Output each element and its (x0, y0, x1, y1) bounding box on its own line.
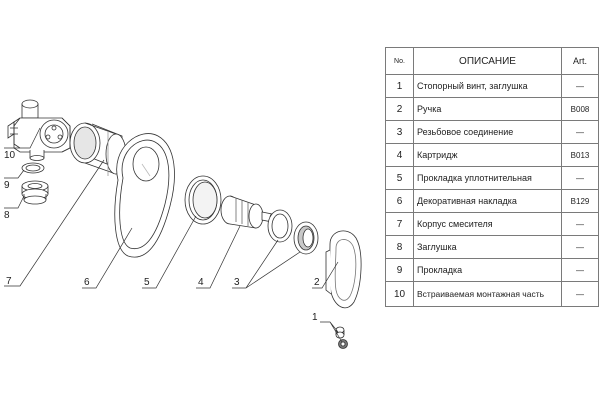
row-description: Стопорный винт, заглушка (413, 74, 562, 98)
callout-9: 9 (4, 180, 10, 191)
row-art: — (561, 235, 599, 259)
row-description: Корпус смесителя (413, 212, 562, 236)
part-1-set-screw (335, 326, 348, 349)
table-row: 7 Корпус смесителя — (385, 212, 599, 236)
callout-8: 8 (4, 210, 10, 221)
part-9-gasket (21, 162, 45, 174)
row-art: — (561, 74, 599, 98)
row-art: B013 (561, 143, 599, 167)
header-art: Art. (561, 47, 599, 75)
row-art: — (561, 120, 599, 144)
part-8-plug (21, 180, 49, 205)
row-description: Встраиваемая монтажная часть (413, 281, 562, 307)
row-number: 5 (385, 166, 414, 190)
part-7-sleeve (69, 122, 127, 176)
header-description: ОПИСАНИЕ (413, 47, 562, 75)
row-number: 2 (385, 97, 414, 121)
row-description: Ручка (413, 97, 562, 121)
leader-lines (4, 127, 343, 343)
row-number: 1 (385, 74, 414, 98)
table-row: 10 Встраиваемая монтажная часть — (385, 281, 599, 307)
row-number: 9 (385, 258, 414, 282)
callout-10: 10 (4, 150, 16, 161)
row-description: Декоративная накладка (413, 189, 562, 213)
row-number: 3 (385, 120, 414, 144)
callout-1: 1 (312, 312, 318, 323)
callout-3: 3 (234, 277, 240, 288)
callout-5: 5 (144, 277, 150, 288)
table-row: 9 Прокладка — (385, 258, 599, 282)
table-row: 6 Декоративная накладка B129 (385, 189, 599, 213)
parts-specification-table: No. ОПИСАНИЕ Art. 1 Стопорный винт, загл… (385, 47, 599, 307)
row-number: 10 (385, 281, 414, 307)
table-header-row: No. ОПИСАНИЕ Art. (385, 47, 599, 75)
callout-6: 6 (84, 277, 90, 288)
row-description: Прокладка (413, 258, 562, 282)
row-description: Заглушка (413, 235, 562, 259)
part-2-handle (325, 230, 362, 309)
part-5-sealing-gasket (184, 175, 222, 225)
row-number: 8 (385, 235, 414, 259)
row-art: B008 (561, 97, 599, 121)
callout-numbers: 10 9 8 7 6 5 4 3 2 1 (4, 150, 320, 323)
table-row: 2 Ручка B008 (385, 97, 599, 121)
row-art: B129 (561, 189, 599, 213)
row-description: Прокладка уплотнительная (413, 166, 562, 190)
callout-2: 2 (314, 277, 320, 288)
row-art: — (561, 258, 599, 282)
row-art: — (561, 166, 599, 190)
row-number: 4 (385, 143, 414, 167)
table-row: 4 Картридж B013 (385, 143, 599, 167)
part-4-cartridge (220, 195, 275, 229)
table-row: 8 Заглушка — (385, 235, 599, 259)
row-description: Резьбовое соединение (413, 120, 562, 144)
row-number: 6 (385, 189, 414, 213)
table-row: 5 Прокладка уплотнительная — (385, 166, 599, 190)
row-art: — (561, 281, 599, 307)
row-number: 7 (385, 212, 414, 236)
table-row: 3 Резьбовое соединение — (385, 120, 599, 144)
part-10-mounting-body (7, 99, 71, 161)
part-3-threaded-connection (267, 209, 319, 255)
row-art: — (561, 212, 599, 236)
header-no: No. (385, 47, 414, 75)
part-6-cover-plate (114, 133, 175, 258)
row-description: Картридж (413, 143, 562, 167)
table-row: 1 Стопорный винт, заглушка — (385, 74, 599, 98)
exploded-drawing: 10 9 8 7 6 5 4 3 2 1 (4, 99, 362, 349)
callout-7: 7 (6, 276, 12, 287)
callout-4: 4 (198, 277, 204, 288)
